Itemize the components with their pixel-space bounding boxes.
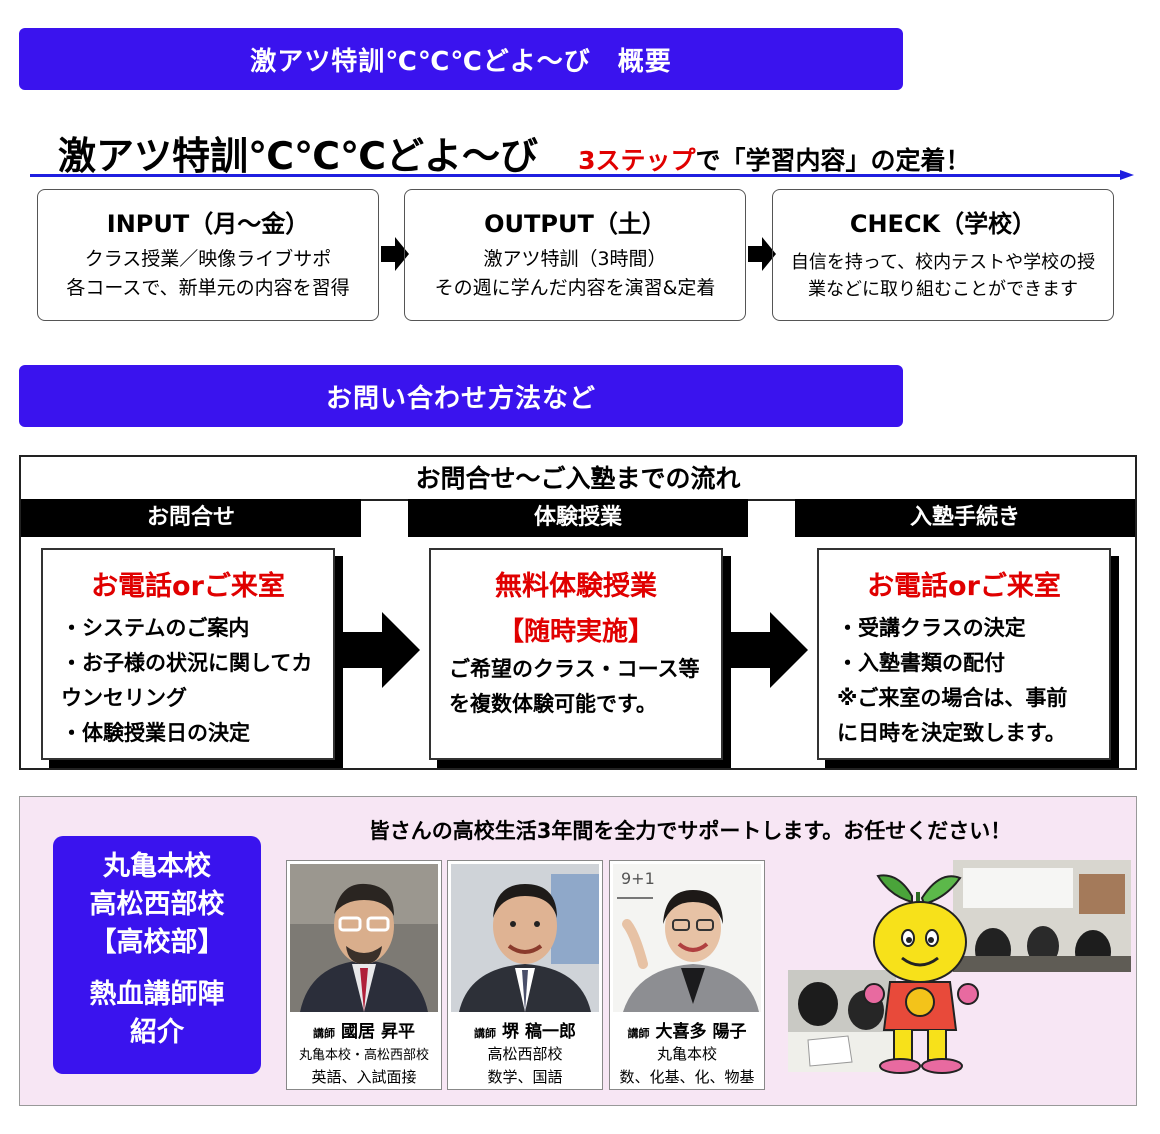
step-line: クラス授業／映像ライブサポ: [84, 248, 332, 270]
teacher-tag: 講師: [474, 1027, 497, 1040]
teacher-school: 丸亀本校・高松西部校: [298, 1048, 429, 1063]
main-title: 激アツ特訓℃℃℃どよ〜び: [58, 134, 539, 178]
step-arrow-icon: [748, 237, 776, 271]
flow-box-title-2: 【随時実施】: [497, 617, 654, 647]
flow-box-line: ・受講クラスの決定: [837, 616, 1026, 640]
svg-text:9+1: 9+1: [621, 869, 655, 888]
step-output: OUTPUT（土） 激アツ特訓（3時間） その週に学んだ内容を演習&定着: [404, 189, 746, 321]
flow-box-line: ・体験授業日の決定: [61, 721, 250, 745]
step-line: 各コースで、新単元の内容を習得: [66, 276, 350, 299]
flow-box-line: ・システムのご案内: [61, 616, 250, 640]
flow-box-line: ご希望のクラス・コース等: [449, 657, 700, 681]
overview-banner-text: 激アツ特訓℃℃℃どよ〜び 概要: [250, 46, 672, 77]
step-line: その週に学んだ内容を演習&定着: [434, 276, 716, 299]
classroom-photo: [788, 970, 896, 1072]
teacher-photo: [451, 864, 599, 1012]
flow-box-line: ウンセリング: [61, 686, 187, 710]
mascot-character-icon: [863, 874, 979, 1074]
teacher-name: 國居 昇平: [341, 1022, 415, 1042]
flow-box-line: ・入塾書類の配付: [837, 651, 1005, 675]
flow-box-title: お電話orご来室: [867, 571, 1061, 602]
teacher-card: 講師堺 稿一郎 高松西部校 数学、国語: [447, 860, 603, 1090]
step-input: INPUT（月〜金） クラス授業／映像ライブサポ 各コースで、新単元の内容を習得: [37, 189, 379, 321]
classroom-photo: [953, 860, 1131, 972]
flow-title: お問合せ〜ご入塾までの流れ: [21, 457, 1135, 501]
flow-box-trial: 無料体験授業 【随時実施】 ご希望のクラス・コース等 を複数体験可能です。: [429, 548, 723, 760]
flow-column-head: 体験授業: [408, 499, 748, 537]
teacher-tag: 講師: [313, 1027, 336, 1040]
step-line: 自信を持って、校内テストや学校の授: [790, 252, 1096, 273]
teacher-name: 大喜多 陽子: [655, 1022, 747, 1042]
step-arrow-icon: [381, 237, 409, 271]
school-label-line: 熱血講師陣: [89, 979, 225, 1010]
step-head: INPUT（月〜金）: [106, 210, 310, 238]
teacher-card: 講師國居 昇平 丸亀本校・高松西部校 英語、入試面接: [286, 860, 442, 1090]
overview-banner: 激アツ特訓℃℃℃どよ〜び 概要: [19, 28, 903, 90]
teacher-subjects: 数、化基、化、物基: [619, 1068, 755, 1086]
title-underline: [30, 174, 1128, 177]
school-label-line: 紹介: [130, 1017, 184, 1048]
sub-title-highlight: 3ステップ: [578, 146, 696, 175]
flow-box-title: お電話orご来室: [91, 571, 285, 602]
contact-banner-text: お問い合わせ方法など: [325, 383, 596, 414]
school-label-line: 高松西部校: [89, 889, 225, 920]
sub-title: 3ステップで「学習内容」の定着！: [578, 141, 970, 177]
step-head: CHECK（学校）: [849, 210, 1037, 238]
teacher-tag: 講師: [627, 1027, 650, 1040]
teacher-name: 堺 稿一郎: [502, 1022, 576, 1042]
step-line: 業などに取り組むことができます: [808, 279, 1078, 301]
teacher-photo: [290, 864, 438, 1012]
step-head: OUTPUT（土）: [484, 210, 666, 238]
school-label-line: 丸亀本校: [103, 851, 211, 882]
flow-box-line: に日時を決定致します。: [837, 721, 1066, 745]
flow-column-head: 入塾手続き: [795, 499, 1135, 537]
school-label-line: 【高校部】: [89, 927, 225, 958]
step-line: 激アツ特訓（3時間）: [483, 248, 667, 270]
sub-title-rest: で「学習内容」の定着！: [695, 146, 971, 175]
flow-arrow-icon: [340, 612, 420, 688]
flow-box-line: ・お子様の状況に関してカ: [61, 651, 313, 675]
flow-column-head: お問合せ: [21, 499, 361, 537]
teacher-school: 丸亀本校: [656, 1045, 717, 1063]
teacher-name-row: 講師國居 昇平: [287, 1017, 441, 1042]
teacher-card: 9+1 講師大喜多 陽子 丸亀本校 数、化基、化、物基: [609, 860, 765, 1090]
teacher-school: 高松西部校: [487, 1045, 563, 1063]
flow-box-enroll: お電話orご来室 ・受講クラスの決定 ・入塾書類の配付 ※ご来室の場合は、事前 …: [817, 548, 1111, 760]
teacher-name-row: 講師大喜多 陽子: [610, 1017, 764, 1042]
team-tagline: 皆さんの高校生活3年間を全力でサポートします。お任せください！: [368, 819, 1012, 843]
teacher-name-row: 講師堺 稿一郎: [448, 1017, 602, 1042]
flow-arrow-icon: [728, 612, 808, 688]
flow-box-inquiry: お電話orご来室 ・システムのご案内 ・お子様の状況に関してカ ウンセリング ・…: [41, 548, 335, 760]
underline-arrow-tip: [1120, 170, 1134, 180]
teacher-subjects: 英語、入試面接: [311, 1068, 417, 1086]
flow-box-title: 無料体験授業: [495, 571, 657, 602]
contact-banner: お問い合わせ方法など: [19, 365, 903, 427]
flow-box-line: を複数体験可能です。: [449, 692, 657, 716]
title-row: 激アツ特訓℃℃℃どよ〜び 3ステップで「学習内容」の定着！: [58, 125, 970, 178]
teacher-photo: 9+1: [613, 864, 761, 1012]
teacher-subjects: 数学、国語: [487, 1068, 563, 1086]
step-check: CHECK（学校） 自信を持って、校内テストや学校の授 業などに取り組むことがで…: [772, 189, 1114, 321]
school-label-box: 丸亀本校 高松西部校 【高校部】 熱血講師陣 紹介: [53, 836, 261, 1074]
flow-box-line: ※ご来室の場合は、事前: [837, 686, 1068, 710]
